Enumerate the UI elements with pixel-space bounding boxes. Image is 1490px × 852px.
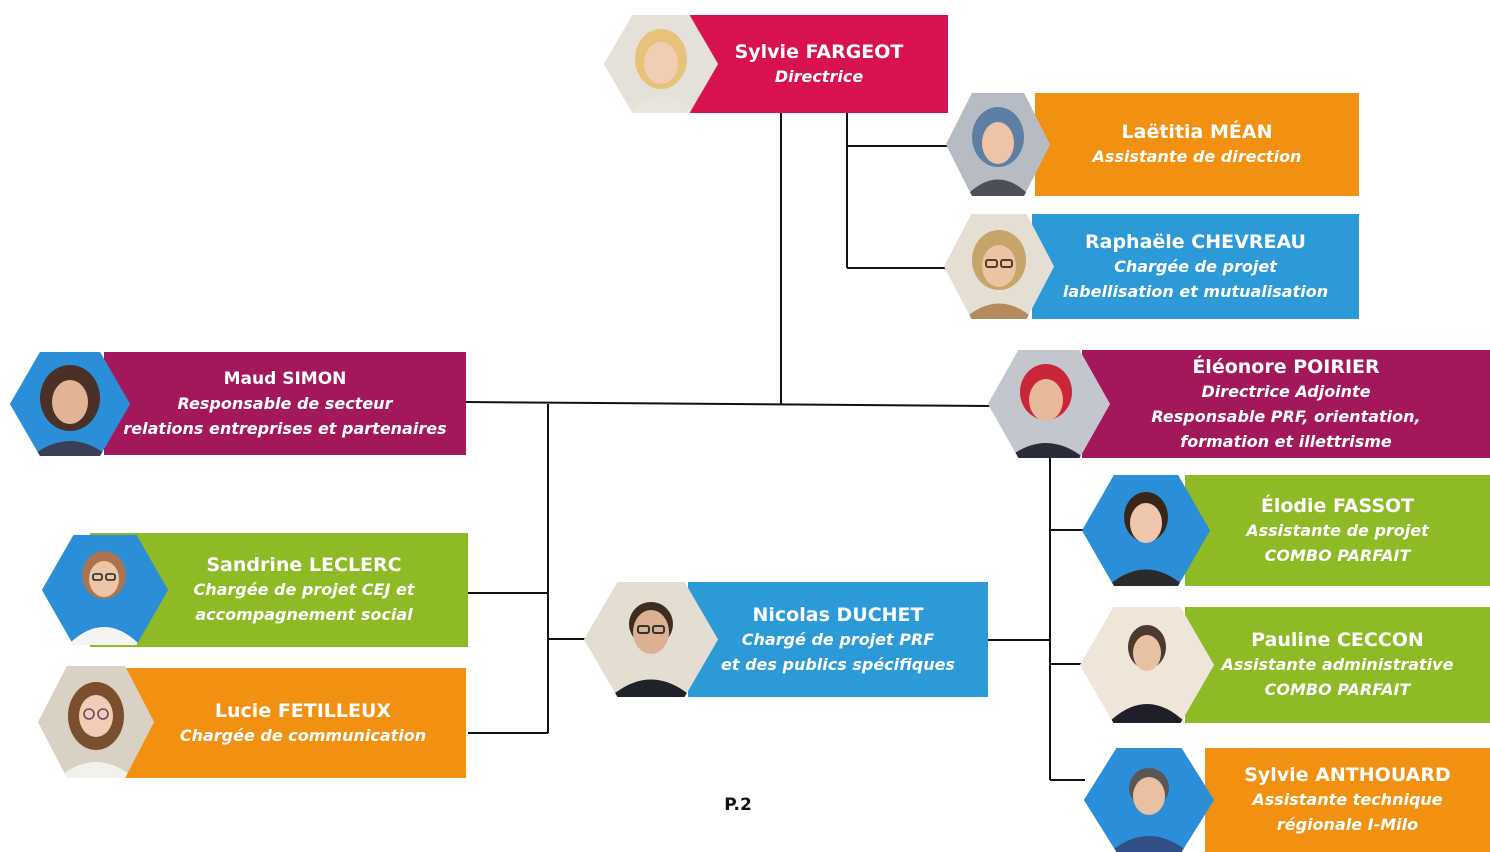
person-role-line-1: Chargée de projet CEJ et — [193, 580, 415, 599]
card-pauline-ceccon: Pauline CECCON Assistante administrative… — [1185, 607, 1490, 723]
person-name: Laëtitia MÉAN — [1121, 121, 1273, 143]
card-raphaele-chevreau: Raphaële CHEVREAU Chargée de projet labe… — [1032, 214, 1359, 319]
woman-portrait-icon — [1082, 475, 1210, 586]
person-name: Éléonore POIRIER — [1192, 355, 1380, 378]
person-role-line-2: relations entreprises et partenaires — [123, 418, 447, 438]
person-role-line-1: Assistante administrative — [1221, 655, 1454, 674]
person-role-line-2: et des publics spécifiques — [721, 654, 955, 674]
person-role-line-2: labellisation et mutualisation — [1062, 281, 1329, 301]
card-laetitia-mean: Laëtitia MÉAN Assistante de direction — [1035, 93, 1359, 196]
person-name: Lucie FETILLEUX — [214, 699, 392, 722]
person-role-line-1: Assistante technique — [1252, 790, 1443, 809]
person-role-line-1: Chargé de projet PRF — [741, 629, 935, 649]
person-role-line-2: accompagnement social — [195, 605, 413, 624]
woman-blonde-portrait-icon — [604, 15, 718, 113]
card-eleonore-poirier: Éléonore POIRIER Directrice Adjointe Res… — [1082, 350, 1490, 458]
card-sylvie-fargeot: Sylvie FARGEOT Directrice — [690, 15, 948, 113]
person-name: Pauline CECCON — [1251, 629, 1424, 651]
card-lucie-fetilleux: Lucie FETILLEUX Chargée de communication — [120, 668, 466, 778]
card-nicolas-duchet: Nicolas DUCHET Chargé de projet PRF et d… — [688, 582, 988, 697]
person-role: Chargée de communication — [179, 725, 427, 745]
person-role-line-1: Assistante de projet — [1246, 520, 1429, 540]
person-role-line-1: Chargée de projet — [1114, 256, 1277, 276]
person-role: Assistante de direction — [1092, 147, 1302, 166]
person-role-line-3: formation et illettrisme — [1180, 431, 1392, 451]
card-elodie-fassot: Élodie FASSOT Assistante de projet COMBO… — [1185, 475, 1490, 586]
person-role-line-2: régionale I-Milo — [1276, 815, 1419, 834]
person-role-line-1: Directrice Adjointe — [1201, 381, 1371, 401]
person-role: Directrice — [774, 66, 864, 86]
person-name: Sylvie ANTHOUARD — [1244, 764, 1451, 786]
person-role-line-2: COMBO PARFAIT — [1264, 680, 1411, 699]
person-name: Raphaële CHEVREAU — [1085, 230, 1306, 253]
connector-main-bar — [465, 401, 991, 407]
card-sylvie-anthouard: Sylvie ANTHOUARD Assistante technique ré… — [1205, 748, 1490, 852]
page-number: P.2 — [724, 795, 752, 815]
person-role-line-2: Responsable PRF, orientation, — [1151, 406, 1421, 426]
woman-portrait-icon — [1080, 607, 1214, 723]
woman-portrait-icon — [10, 352, 130, 456]
woman-glasses-portrait-icon — [38, 666, 154, 778]
card-maud-simon: Maud SIMON Responsable de secteur relati… — [104, 352, 466, 455]
person-role-line-2: COMBO PARFAIT — [1264, 545, 1411, 565]
person-name: Sylvie FARGEOT — [734, 40, 904, 63]
person-role-line-1: Responsable de secteur — [177, 393, 393, 413]
person-name: Maud SIMON — [223, 368, 347, 389]
person-name: Élodie FASSOT — [1260, 494, 1415, 517]
person-name: Nicolas DUCHET — [752, 603, 924, 626]
person-name: Sandrine LECLERC — [206, 554, 402, 576]
